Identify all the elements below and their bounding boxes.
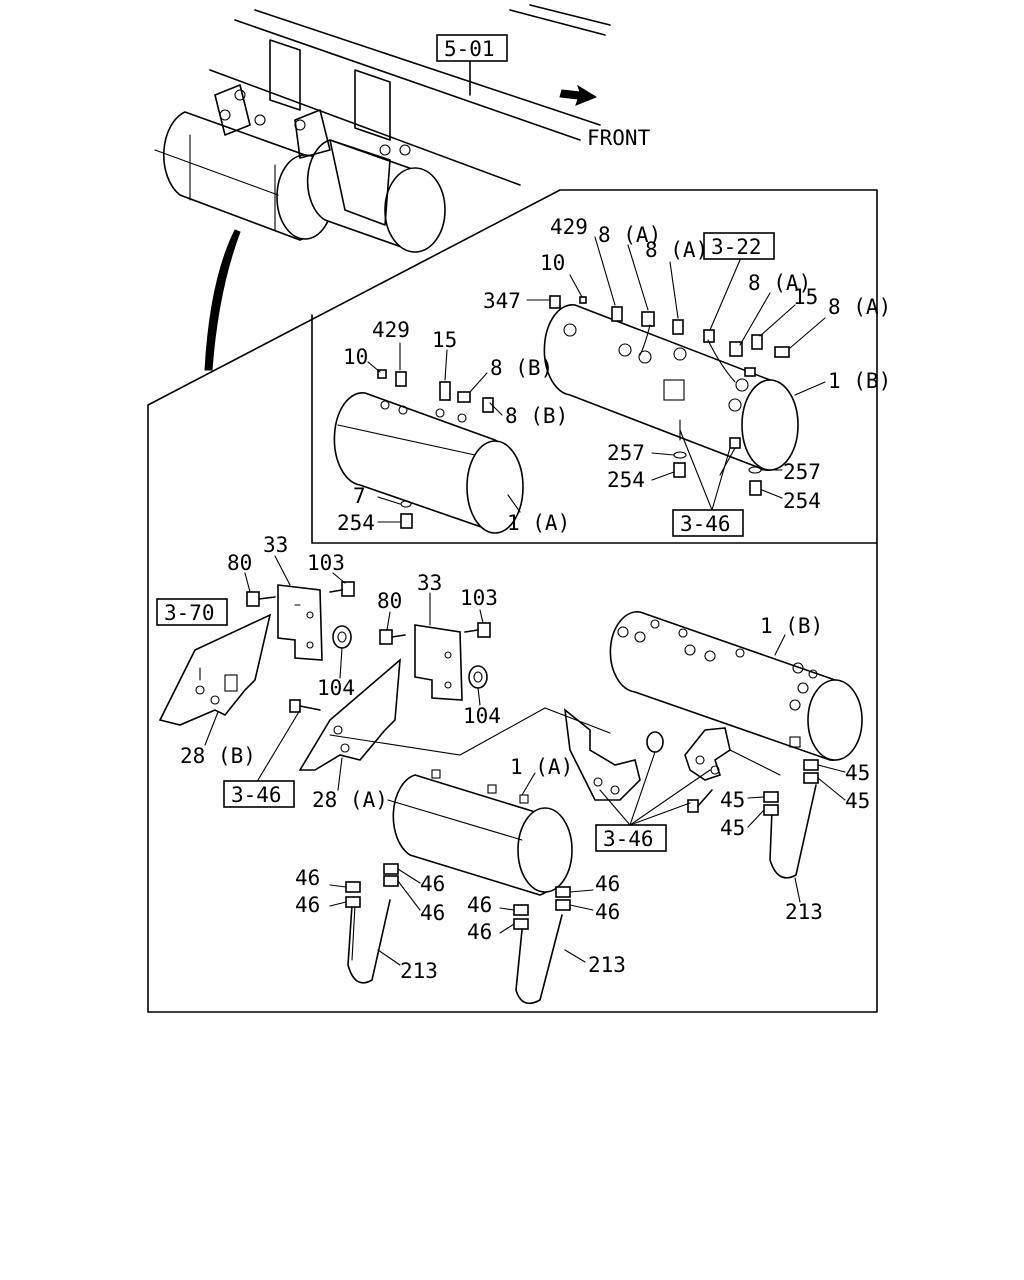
callout-1a: 1 (A) (510, 755, 573, 779)
nut-104-right-icon (468, 665, 488, 689)
callout-28b: 28 (B) (180, 744, 256, 768)
bolt-80-left-icon (246, 591, 276, 607)
bracket-28b (158, 613, 272, 726)
callout-103: 103 (460, 586, 498, 610)
svg-text:3-46: 3-46 (231, 783, 282, 807)
direction-label: FRONT (587, 126, 651, 150)
callout-46: 46 (467, 920, 492, 944)
callout-15: 15 (432, 328, 457, 352)
callout-257: 257 (783, 460, 821, 484)
callout-28a: 28 (A) (312, 788, 388, 812)
nut-104-left-icon (332, 625, 352, 649)
callout-429: 429 (550, 215, 588, 239)
callout-8b: 8 (B) (505, 404, 568, 428)
callout-8b: 8 (B) (490, 356, 553, 380)
svg-text:3-46: 3-46 (603, 827, 654, 851)
inset-fittings-1b (549, 295, 790, 496)
tank-1b (609, 611, 863, 761)
callout-104: 104 (317, 676, 355, 700)
front-arrow-icon (559, 84, 598, 106)
svg-text:3-22: 3-22 (711, 235, 762, 259)
strap-213-left (347, 899, 391, 984)
overview-tank-left (154, 111, 334, 241)
lower-leaders (199, 555, 846, 966)
callout-45: 45 (720, 816, 745, 840)
bolt-80-right-icon (379, 629, 406, 645)
inset-tank-1a (333, 369, 524, 534)
callout-46: 46 (420, 901, 445, 925)
callout-8a: 8 (A) (598, 223, 661, 247)
overview-brackets (214, 39, 411, 226)
ref-box-5-01[interactable]: 5-01 (436, 34, 508, 62)
callout-8a: 8 (A) (828, 295, 891, 319)
callout-80: 80 (377, 589, 402, 613)
callout-33: 33 (417, 571, 442, 595)
overview-tank-right (306, 139, 446, 253)
callout-46: 46 (467, 893, 492, 917)
callout-45: 45 (845, 761, 870, 785)
callout-45: 45 (845, 789, 870, 813)
ref-box-3-46-left[interactable]: 3-46 (223, 780, 295, 808)
callout-213: 213 (588, 953, 626, 977)
mounting-plate-left (563, 708, 641, 801)
ref-box-3-46-right[interactable]: 3-46 (595, 824, 667, 852)
svg-text:5-01: 5-01 (444, 37, 495, 61)
tank-1a (387, 769, 573, 896)
callout-254: 254 (607, 468, 645, 492)
callout-104: 104 (463, 704, 501, 728)
bracket-33-left (277, 584, 323, 661)
callout-10: 10 (540, 251, 565, 275)
bracket-28a (298, 658, 401, 771)
svg-text:3-46: 3-46 (680, 512, 731, 536)
inset-border (311, 314, 878, 544)
callout-10: 10 (343, 345, 368, 369)
callout-429: 429 (372, 318, 410, 342)
callout-8a: 8 (A) (748, 271, 811, 295)
callout-8a: 8 (A) (645, 238, 708, 262)
mounting-plate-right (684, 727, 731, 781)
callout-103: 103 (307, 551, 345, 575)
assembly-centerlines (329, 707, 781, 776)
callout-7: 7 (353, 484, 366, 508)
bolt-103-left-icon (329, 581, 355, 597)
callout-213: 213 (400, 959, 438, 983)
main-border (147, 189, 878, 1013)
callout-46: 46 (295, 893, 320, 917)
callout-46: 46 (595, 900, 620, 924)
inset-tank-1b (543, 304, 799, 471)
strap-213-right (769, 784, 817, 879)
callout-80: 80 (227, 551, 252, 575)
callout-46: 46 (595, 872, 620, 896)
callout-347: 347 (483, 289, 521, 313)
callout-1b: 1 (B) (760, 614, 823, 638)
bracket-33-right (414, 624, 463, 701)
callout-213: 213 (785, 900, 823, 924)
bolt-103-right-icon (464, 622, 491, 638)
callout-1b: 1 (B) (828, 369, 891, 393)
overview-frame-rails (209, 4, 611, 186)
inset-leaders (367, 236, 826, 523)
callout-46: 46 (420, 872, 445, 896)
svg-text:3-70: 3-70 (164, 601, 215, 625)
ref-box-3-22[interactable]: 3-22 (703, 232, 775, 260)
callout-1a: 1 (A) (507, 511, 570, 535)
ref-box-3-70[interactable]: 3-70 (156, 598, 228, 626)
strap-213-mid (515, 914, 563, 1005)
bolt-lower-plate-icon (687, 789, 713, 813)
callout-33: 33 (263, 533, 288, 557)
callout-254: 254 (337, 511, 375, 535)
bracket-bolt-small-icon (289, 699, 321, 713)
callout-46: 46 (295, 866, 320, 890)
nut-upper-plate-icon (646, 731, 664, 753)
overview-leader-arrow (204, 229, 241, 371)
callout-15: 15 (793, 285, 818, 309)
callout-257: 257 (607, 441, 645, 465)
callout-254: 254 (783, 489, 821, 513)
ref-box-3-46-upper[interactable]: 3-46 (672, 509, 744, 537)
callout-45: 45 (720, 788, 745, 812)
